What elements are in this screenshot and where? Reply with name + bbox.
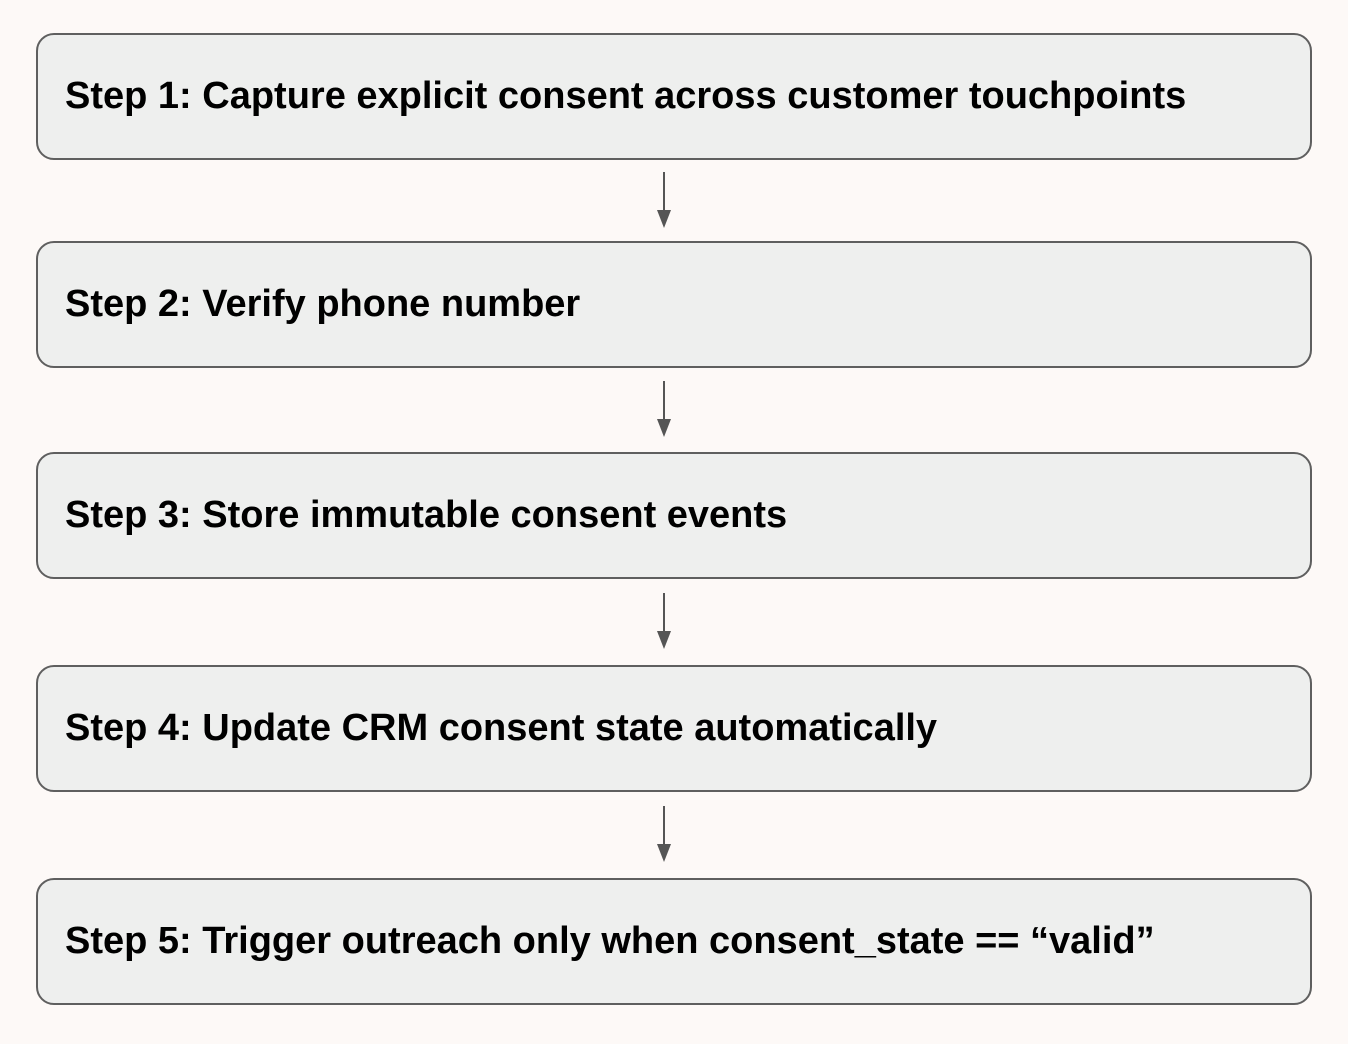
arrow-down-icon [657, 381, 671, 437]
step-4-box: Step 4: Update CRM consent state automat… [36, 665, 1312, 792]
step-5-label: Step 5: Trigger outreach only when conse… [65, 920, 1155, 962]
step-1-label: Step 1: Capture explicit consent across … [65, 75, 1187, 117]
step-3-label: Step 3: Store immutable consent events [65, 494, 788, 536]
step-2-box: Step 2: Verify phone number [36, 241, 1312, 368]
arrow-down-icon [657, 593, 671, 649]
arrow-down-icon [657, 806, 671, 862]
step-3-box: Step 3: Store immutable consent events [36, 452, 1312, 579]
step-5-box: Step 5: Trigger outreach only when conse… [36, 878, 1312, 1005]
step-4-label: Step 4: Update CRM consent state automat… [65, 707, 938, 749]
arrow-down-icon [657, 172, 671, 228]
step-1-box: Step 1: Capture explicit consent across … [36, 33, 1312, 160]
step-2-label: Step 2: Verify phone number [65, 283, 581, 325]
